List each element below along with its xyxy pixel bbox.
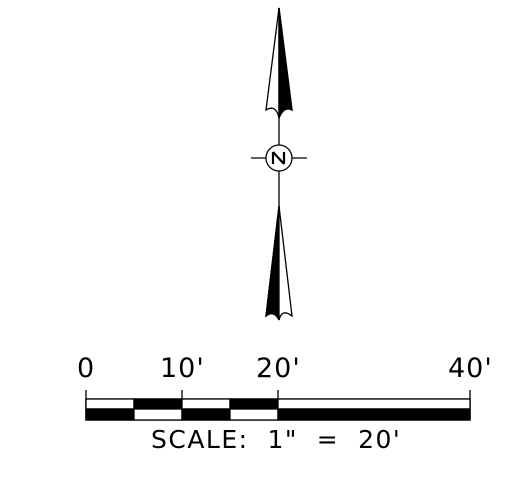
- scale-seg-top-3: [181, 398, 231, 410]
- scale-seg-top-1: [85, 398, 135, 410]
- scale-label-10: 10': [160, 353, 205, 384]
- scale-caption: SCALE: 1" = 20': [151, 425, 402, 454]
- scale-seg-bottom-5: [277, 408, 471, 421]
- scale-label-40: 40': [448, 353, 493, 384]
- scale-label-20: 20': [256, 353, 301, 384]
- scale-seg-bottom-4: [229, 408, 279, 421]
- scale-seg-bottom-1: [85, 408, 135, 421]
- scale-label-0: 0: [77, 353, 96, 384]
- scale-seg-top-2: [133, 398, 183, 410]
- north-arrow: [251, 7, 307, 321]
- scale-seg-bottom-3: [181, 408, 231, 421]
- north-symbol-label: N: [273, 149, 284, 164]
- north-symbol-crosshair: [251, 140, 307, 176]
- north-arrow-lower-head: [265, 176, 293, 321]
- scale-seg-top-4: [229, 398, 279, 410]
- scale-seg-bottom-2: [133, 408, 183, 421]
- scale-bar: [85, 390, 471, 421]
- north-arrow-upper-head: [265, 7, 293, 140]
- scale-seg-top-5: [277, 398, 471, 410]
